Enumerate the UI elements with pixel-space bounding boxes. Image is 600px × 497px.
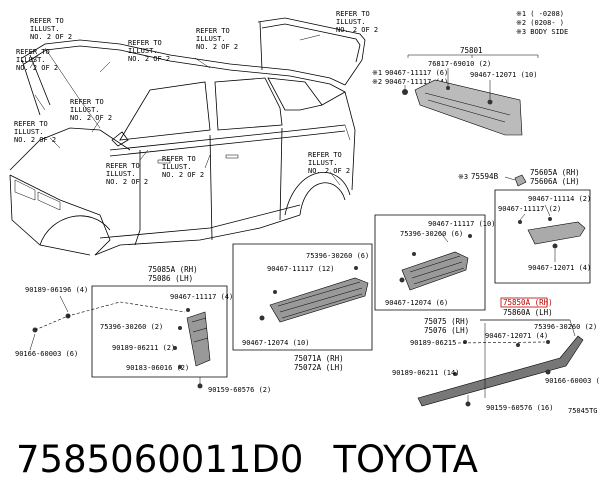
refer-label-4: REFER TO ILLUST. NO. 2 OF 2 <box>336 10 378 34</box>
group-center-right: 90467-11117 (10) 75396-30260 (6) 90467-1… <box>374 214 495 311</box>
refer-label-6: REFER TO ILLUST. NO. 2 OF 2 <box>70 98 112 122</box>
svg-text:REFER TO: REFER TO <box>308 151 342 159</box>
label-90467-11117-4: 90467-11117 (4) <box>385 78 448 86</box>
label-90183-06016: 90183-06016 (2) <box>126 364 189 372</box>
label-90467-12074-10: 90467-12074 (10) <box>242 339 309 347</box>
label-75606A: 75606A (LH) <box>530 177 580 186</box>
part-caption: 7585060011D0 TOYOTA <box>16 430 600 490</box>
label-90467-12074-6: 90467-12074 (6) <box>385 299 448 307</box>
svg-text:ILLUST.: ILLUST. <box>196 35 226 43</box>
refer-label-8: REFER TO ILLUST. NO. 2 OF 2 <box>106 162 148 186</box>
label-75072A: 75072A (LH) <box>294 363 344 372</box>
label-90166-60003-6: 90166-60003 (6) <box>15 350 78 358</box>
label-90467-11117-2: 90467-11117 (2) <box>498 205 561 213</box>
label-90467-12071-4: 90467-12071 (4) <box>528 264 591 272</box>
svg-text:REFER TO: REFER TO <box>196 27 230 35</box>
svg-text:NO. 2 OF 2: NO. 2 OF 2 <box>70 114 112 122</box>
label-75594B: 75594B <box>471 172 499 181</box>
label-90467-11114-2: 90467-11114 (2) <box>528 195 591 203</box>
label-90467-11117-4b: 90467-11117 (4) <box>170 293 233 301</box>
refer-leaders <box>29 34 341 186</box>
refer-line2: ILLUST. <box>30 25 60 33</box>
svg-text:ILLUST.: ILLUST. <box>106 170 136 178</box>
label-75076: 75076 (LH) <box>424 326 469 335</box>
svg-text:NO. 2 OF 2: NO. 2 OF 2 <box>16 64 58 72</box>
label-75396-30260-6: 75396-30260 (6) <box>400 230 463 238</box>
label-75860A: 75860A (LH) <box>503 308 553 317</box>
parts-diagram: REFER TO ILLUST. NO. 2 OF 2 REFER TO ILL… <box>9 10 600 415</box>
part-number: 7585060011D0 <box>16 438 304 481</box>
label-75801: 75801 <box>460 46 483 55</box>
svg-text:ILLUST.: ILLUST. <box>16 56 46 64</box>
svg-text:REFER TO: REFER TO <box>14 120 48 128</box>
svg-text:NO. 2 OF 2: NO. 2 OF 2 <box>308 167 350 175</box>
label-75075: 75075 (RH) <box>424 317 469 326</box>
label-90159-60576-2: 90159-60576 (2) <box>208 386 271 394</box>
label-90467-11117-6: 90467-11117 (6) <box>385 69 448 77</box>
label-90166-60003-4: 90166-60003 (4) <box>545 377 600 385</box>
brand-name: TOYOTA <box>333 438 478 481</box>
label-90467-12071-10: 90467-12071 (10) <box>470 71 537 79</box>
label-75850A: 75850A (RH) <box>503 298 553 307</box>
refer-label-5: REFER TO ILLUST. NO. 2 OF 2 <box>16 48 58 72</box>
svg-text:NO. 2 OF 2: NO. 2 OF 2 <box>106 178 148 186</box>
svg-text:REFER TO: REFER TO <box>336 10 370 18</box>
label-75071A: 75071A (RH) <box>294 354 344 363</box>
label-75085A: 75085A (RH) <box>148 265 198 274</box>
svg-text:REFER TO: REFER TO <box>162 155 196 163</box>
label-90467-11117-10: 90467-11117 (10) <box>428 220 495 228</box>
svg-text:REFER TO: REFER TO <box>106 162 140 170</box>
label-90189-06211-2: 90189-06211 (2) <box>112 344 175 352</box>
label-75086: 75086 (LH) <box>148 274 193 283</box>
mark-2: ※2 <box>372 78 382 86</box>
label-75605A: 75605A (RH) <box>530 168 580 177</box>
refer-label-3: REFER TO ILLUST. NO. 2 OF 2 <box>196 27 238 51</box>
svg-text:※3: ※3 <box>458 173 468 181</box>
svg-text:ILLUST.: ILLUST. <box>162 163 192 171</box>
legend: ※1 ( -0208) ※2 (0208- ) ※3 BODY SIDE <box>516 10 568 36</box>
mark-1: ※1 <box>372 69 382 77</box>
label-75396-30260-2: 75396-30260 (2) <box>100 323 163 331</box>
refer-label-7: REFER TO ILLUST. NO. 2 OF 2 <box>14 120 56 144</box>
refer-label-2: REFER TO ILLUST. NO. 2 OF 2 <box>128 39 170 63</box>
group-75071A: 75396-30260 (6) 90467-11117 (12) 90467-1… <box>232 243 373 372</box>
refer-line3: NO. 2 OF 2 <box>30 33 72 41</box>
legend-line2: ※2 (0208- ) <box>516 19 564 27</box>
svg-text:NO. 2 OF 2: NO. 2 OF 2 <box>14 136 56 144</box>
group-75801: 75801 76817-69010 (2) ※1 90467-11117 (6)… <box>372 46 539 136</box>
svg-text:ILLUST.: ILLUST. <box>70 106 100 114</box>
label-75396-30260-6b: 75396-30260 (6) <box>306 252 369 260</box>
legend-line3: ※3 BODY SIDE <box>516 28 568 36</box>
svg-text:NO. 2 OF 2: NO. 2 OF 2 <box>128 55 170 63</box>
group-75605A: ※3 75594B 75605A (RH) 75606A (LH) 90467-… <box>458 168 591 284</box>
svg-text:ILLUST.: ILLUST. <box>14 128 44 136</box>
label-90189-06215: 90189-06215 <box>410 339 456 347</box>
refer-label-1: REFER TO ILLUST. NO. 2 OF 2 <box>30 17 72 41</box>
group-75085A: 75085A (RH) 75086 (LH) 90467-11117 (4) 7… <box>15 265 271 394</box>
label-90189-06196: 90189-06196 (4) <box>25 286 88 294</box>
svg-text:NO. 2 OF 2: NO. 2 OF 2 <box>196 43 238 51</box>
label-76817: 76817-69010 (2) <box>428 60 491 68</box>
svg-text:REFER TO: REFER TO <box>16 48 50 56</box>
label-90159-60576-16: 90159-60576 (16) <box>486 404 553 412</box>
group-75850A: 75850A (RH) 75860A (LH) 75075 (RH) 75076… <box>392 297 600 415</box>
diagram-code: 75045TG <box>568 407 598 415</box>
refer-label-9: REFER TO ILLUST. NO. 2 OF 2 <box>162 155 204 179</box>
legend-line1: ※1 ( -0208) <box>516 10 564 18</box>
vehicle-illustration <box>9 17 366 256</box>
label-90467-11117-12: 90467-11117 (12) <box>267 265 334 273</box>
svg-text:NO. 2 OF 2: NO. 2 OF 2 <box>162 171 204 179</box>
svg-text:REFER TO: REFER TO <box>128 39 162 47</box>
svg-text:ILLUST.: ILLUST. <box>128 47 158 55</box>
refer-label-10: REFER TO ILLUST. NO. 2 OF 2 <box>308 151 350 175</box>
label-90467-12071-4b: 90467-12071 (4) <box>485 332 548 340</box>
label-75396-30260-2b: 75396-30260 (2) <box>534 323 597 331</box>
label-90189-06211-14: 90189-06211 (14) <box>392 369 459 377</box>
refer-line1: REFER TO <box>30 17 64 25</box>
svg-text:NO. 2 OF 2: NO. 2 OF 2 <box>336 26 378 34</box>
svg-text:ILLUST.: ILLUST. <box>308 159 338 167</box>
svg-text:REFER TO: REFER TO <box>70 98 104 106</box>
svg-text:ILLUST.: ILLUST. <box>336 18 366 26</box>
